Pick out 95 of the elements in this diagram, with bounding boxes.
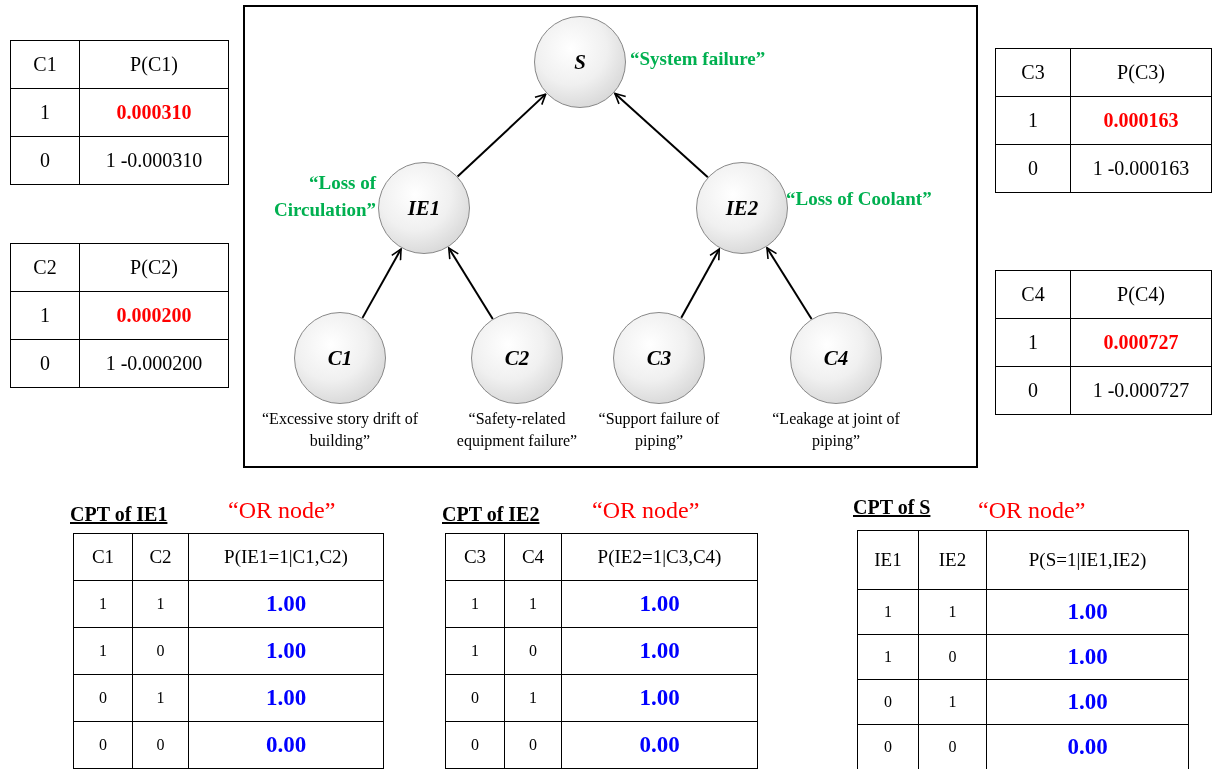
node-name: “Loss of Coolant” (786, 187, 933, 211)
table-cell: 1 (919, 680, 986, 724)
table-cell: 0 (996, 145, 1070, 192)
table-cell: P(C4) (1071, 271, 1211, 318)
table-cell: 0 (74, 722, 132, 768)
table-cell: 1 (11, 89, 79, 136)
table-cell: P(IE2=1|C3,C4) (562, 534, 757, 580)
table-cell: P(IE1=1|C1,C2) (189, 534, 383, 580)
table-cell: 0 (11, 137, 79, 184)
table-title: CPT of IE1 (70, 503, 168, 526)
arrow (765, 246, 813, 320)
table-cell: 0.00 (189, 722, 383, 768)
table-cell: 1.00 (562, 581, 757, 627)
node-description: “Safety-related equipment failure” (455, 409, 579, 452)
table-cell: C2 (133, 534, 188, 580)
node-label: C1 (327, 345, 353, 371)
table-cell: 1.00 (987, 635, 1188, 679)
node-type-note: “OR node” (592, 497, 700, 524)
table-cell: 0 (996, 367, 1070, 414)
table-cell: 1.00 (562, 675, 757, 721)
table-cell: 1 (133, 675, 188, 721)
node-description: “Leakage at joint of piping” (771, 409, 901, 452)
table-cell: 1.00 (562, 628, 757, 674)
arrow (613, 92, 709, 179)
table-cell: 1.00 (189, 581, 383, 627)
table-cell: 1.00 (987, 680, 1188, 724)
table-cell: 0 (446, 722, 504, 768)
node-name: “System failure” (630, 47, 767, 71)
table-title: CPT of IE2 (442, 503, 540, 526)
arrow (456, 93, 547, 178)
table-cell: 0 (505, 628, 561, 674)
table-cell: 0 (919, 725, 986, 769)
table-cell: 0 (446, 675, 504, 721)
node-type-note: “OR node” (228, 497, 336, 524)
table-cell: C4 (505, 534, 561, 580)
table-cell: IE1 (858, 531, 918, 589)
table-cell: 1 (919, 590, 986, 634)
table-cell: 0.000200 (80, 292, 228, 339)
node-name: “Loss of Circulation” (272, 171, 376, 222)
table-cell: 1 (858, 635, 918, 679)
node-description: “Excessive story drift of building” (262, 409, 418, 452)
arrow (447, 246, 494, 320)
table-cell: 0.000727 (1071, 319, 1211, 366)
node-label: IE1 (407, 195, 441, 221)
table-cell: 0 (858, 725, 918, 769)
node-label: IE2 (725, 195, 759, 221)
table-cell: 0 (74, 675, 132, 721)
table-cell: 1.00 (189, 675, 383, 721)
node-label: C3 (646, 345, 672, 371)
table-cell: 1 (505, 675, 561, 721)
table-cell: C3 (446, 534, 504, 580)
table-cell: 1 (74, 581, 132, 627)
node-label: S (574, 49, 586, 75)
table-cell: 1 (133, 581, 188, 627)
table-cell: 1 (446, 581, 504, 627)
table-cell: 0 (133, 628, 188, 674)
table-cell: 1.00 (987, 590, 1188, 634)
table-cell: 0 (133, 722, 188, 768)
table-cell: 1.00 (189, 628, 383, 674)
table-cell: 1 (996, 97, 1070, 144)
table-cell: C1 (74, 534, 132, 580)
table-cell: P(C2) (80, 244, 228, 291)
table-cell: 0 (11, 340, 79, 387)
table-cell: C4 (996, 271, 1070, 318)
table-cell: IE2 (919, 531, 986, 589)
table-cell: 0.00 (562, 722, 757, 768)
arrow (680, 248, 721, 319)
node-description: “Support failure of piping” (597, 409, 721, 452)
table-cell: 1 (996, 319, 1070, 366)
node-label: C4 (823, 345, 849, 371)
arrow (361, 248, 403, 319)
table-cell: P(C1) (80, 41, 228, 88)
table-cell: 1 -0.000727 (1071, 367, 1211, 414)
table-cell: 0.000310 (80, 89, 228, 136)
table-cell: P(C3) (1071, 49, 1211, 96)
table-cell: P(S=1|IE1,IE2) (987, 531, 1188, 589)
table-cell: 0.000163 (1071, 97, 1211, 144)
node-type-note: “OR node” (978, 497, 1086, 524)
table-cell: C1 (11, 41, 79, 88)
table-cell: C3 (996, 49, 1070, 96)
table-cell: 1 (858, 590, 918, 634)
table-cell: 1 (505, 581, 561, 627)
table-cell: 1 -0.000163 (1071, 145, 1211, 192)
table-cell: 1 -0.000310 (80, 137, 228, 184)
table-cell: 0 (858, 680, 918, 724)
node-label: C2 (504, 345, 530, 371)
table-cell: 0 (919, 635, 986, 679)
table-cell: C2 (11, 244, 79, 291)
table-cell: 1 (11, 292, 79, 339)
table-cell: 0.00 (987, 725, 1188, 769)
table-cell: 1 (446, 628, 504, 674)
table-cell: 1 (74, 628, 132, 674)
table-cell: 0 (505, 722, 561, 768)
table-cell: 1 -0.000200 (80, 340, 228, 387)
table-title: CPT of S (853, 496, 931, 519)
